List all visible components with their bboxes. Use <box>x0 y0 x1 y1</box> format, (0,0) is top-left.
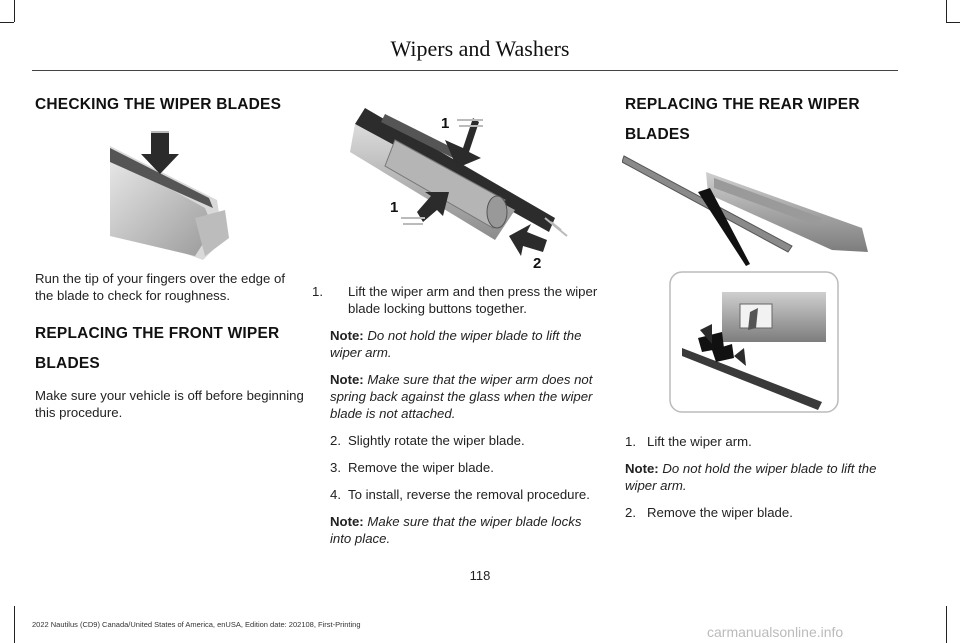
note-text: Make sure that the wiper blade locks int… <box>330 514 582 546</box>
figure-front-wiper-buttons: 1 1 2 <box>345 100 575 272</box>
page-header-title: Wipers and Washers <box>390 36 570 61</box>
note-label: Note: <box>330 328 364 343</box>
right-column-body: 1. Lift the wiper arm. Note: Do not hold … <box>625 433 905 521</box>
step-3: 3. Remove the wiper blade. <box>330 459 600 476</box>
note-3: Note: Make sure that the wiper blade loc… <box>330 513 600 547</box>
middle-column-body: 1. Lift the wiper arm and then press the … <box>312 283 600 547</box>
right-column-heading: REPLACING THE REAR WIPER BLADES <box>625 96 905 144</box>
crop-mark <box>0 22 14 23</box>
note-text: Do not hold the wiper blade to lift the … <box>330 328 582 360</box>
arrow-2 <box>509 217 568 256</box>
step-number: 1. <box>312 284 323 299</box>
note-label: Note: <box>330 372 364 387</box>
note-2: Note: Make sure that the wiper arm does … <box>330 371 600 422</box>
rear-wiper-illustration <box>621 155 868 413</box>
check-instruction: Run the tip of your fingers over the edg… <box>35 271 285 303</box>
callout-label: 1 <box>390 199 398 216</box>
note-label: Note: <box>330 514 364 529</box>
step-2: 2. Slightly rotate the wiper blade. <box>330 432 600 449</box>
callout-label: 2 <box>533 255 541 272</box>
front-wiper-illustration: 1 1 2 <box>350 108 568 272</box>
section-heading-front-line2: BLADES <box>35 355 100 372</box>
left-column-body: Run the tip of your fingers over the edg… <box>35 270 305 421</box>
front-intro-text: Make sure your vehicle is off before beg… <box>35 388 304 420</box>
footer-edition: 2022 Nautilus (CD9) Canada/United States… <box>32 620 361 629</box>
section-heading-checking: CHECKING THE WIPER BLADES <box>35 96 282 113</box>
note-1: Note: Do not hold the wiper blade to lif… <box>330 327 600 361</box>
step-number: 2. <box>625 505 636 520</box>
step-number: 3. <box>330 460 341 475</box>
step-text: Lift the wiper arm. <box>647 434 752 449</box>
crop-mark <box>14 606 15 643</box>
page-number: 118 <box>469 568 491 583</box>
crop-mark <box>946 606 947 643</box>
step-text: Remove the wiper blade. <box>348 460 494 475</box>
step-text: To install, reverse the removal procedur… <box>348 487 590 502</box>
step-number: 2. <box>330 433 341 448</box>
arrow-1-bottom <box>401 192 449 225</box>
note-text: Do not hold the wiper blade to lift the … <box>625 461 877 493</box>
note-label: Note: <box>625 461 659 476</box>
rear-step-1: 1. Lift the wiper arm. <box>625 433 905 450</box>
step-text: Slightly rotate the wiper blade. <box>348 433 525 448</box>
step-number: 1. <box>625 434 636 449</box>
wiper-blade-check-illustration <box>110 131 229 260</box>
header-rule <box>32 70 898 71</box>
step-text: Lift the wiper arm and then press the wi… <box>348 284 598 316</box>
crop-mark <box>946 0 947 22</box>
step-text: Remove the wiper blade. <box>647 505 793 520</box>
arrow-1-top <box>445 118 483 168</box>
step-number: 4. <box>330 487 341 502</box>
section-heading-rear-line2: BLADES <box>625 126 690 143</box>
step-1: 1. Lift the wiper arm and then press the … <box>312 283 600 317</box>
callout-label: 1 <box>441 115 449 132</box>
rear-step-2: 2. Remove the wiper blade. <box>625 504 905 521</box>
rear-note-1: Note: Do not hold the wiper blade to lif… <box>625 460 905 494</box>
section-heading-rear-line1: REPLACING THE REAR WIPER <box>625 96 860 113</box>
figure-wiper-blade-check <box>105 128 235 260</box>
section-heading-front-line1: REPLACING THE FRONT WIPER <box>35 325 280 342</box>
watermark: carmanualsonline.info <box>707 624 844 640</box>
note-text: Make sure that the wiper arm does not sp… <box>330 372 593 421</box>
figure-rear-wiper <box>621 152 872 417</box>
left-column: CHECKING THE WIPER BLADES <box>35 96 305 114</box>
crop-mark <box>14 0 15 22</box>
step-4: 4. To install, reverse the removal proced… <box>330 486 600 503</box>
crop-mark <box>946 22 960 23</box>
